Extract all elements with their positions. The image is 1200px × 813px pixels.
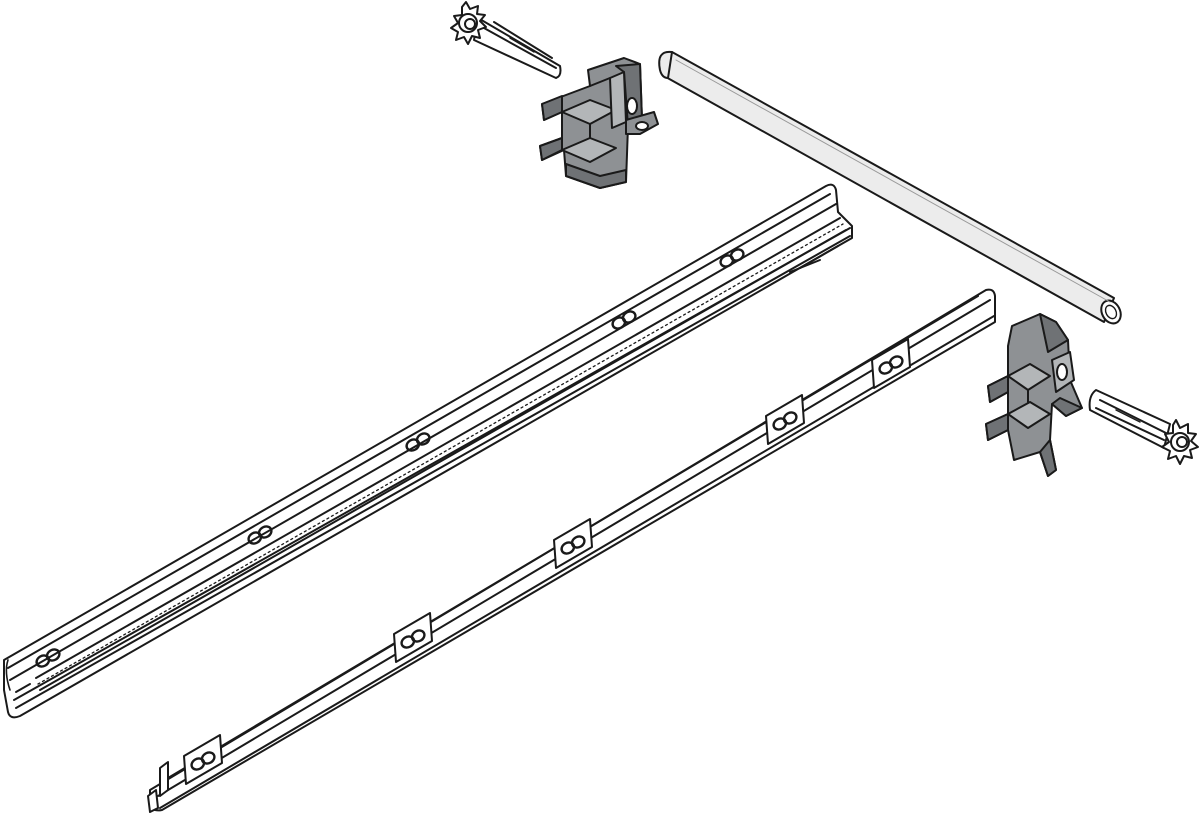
clip-top [539, 57, 659, 189]
clip-bottom [985, 313, 1083, 477]
rail-left [3, 183, 853, 719]
stabilizer-rod [658, 50, 1122, 325]
rail-left-teeth [37, 223, 844, 685]
pin-top [450, 1, 562, 79]
rail-right [147, 288, 996, 813]
pin-bottom [1088, 389, 1199, 465]
